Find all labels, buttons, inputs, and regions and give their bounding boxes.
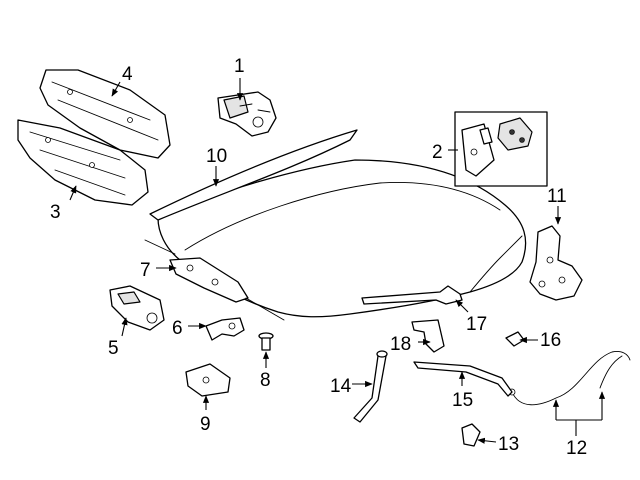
part-1-actuator [217, 91, 277, 137]
part-2-latch-kit [454, 111, 548, 187]
callout-15: 15 [452, 390, 473, 411]
callout-5: 5 [108, 338, 119, 359]
part-11-hinge [529, 225, 583, 301]
part-12-release-cable [508, 351, 631, 406]
callout-2: 2 [432, 142, 443, 163]
leader-lines [69, 78, 606, 444]
callout-18: 18 [390, 334, 411, 355]
part-18-bracket [411, 319, 445, 353]
callout-14: 14 [330, 376, 352, 397]
part-4-insulator [39, 69, 171, 159]
part-15-support-rod [413, 361, 513, 397]
callout-4: 4 [122, 64, 133, 85]
part-14-prop-rod [353, 350, 388, 423]
part-6-catch [205, 317, 245, 341]
callout-10: 10 [206, 146, 227, 167]
callout-12: 12 [566, 438, 587, 459]
callout-13: 13 [498, 434, 519, 455]
callout-3: 3 [50, 202, 61, 223]
part-9-bracket [185, 363, 231, 397]
callout-11: 11 [547, 186, 567, 207]
callout-labels: 1 2 3 4 5 6 7 8 9 10 11 12 13 14 15 16 1… [50, 56, 587, 459]
part-5-latch [109, 285, 165, 331]
part-7-release-assembly [144, 239, 285, 321]
part-13-clip [461, 423, 481, 447]
callout-7: 7 [140, 260, 151, 281]
callout-8: 8 [260, 370, 271, 391]
part-16-clip [505, 331, 525, 347]
part-3-underhood-shield [17, 119, 149, 206]
callout-17: 17 [466, 314, 487, 335]
callout-16: 16 [540, 330, 561, 351]
part-8-bumper [258, 332, 274, 351]
callout-9: 9 [200, 414, 211, 435]
callout-1: 1 [234, 56, 245, 77]
callout-6: 6 [172, 318, 183, 339]
hood-weatherstrip [149, 129, 358, 221]
